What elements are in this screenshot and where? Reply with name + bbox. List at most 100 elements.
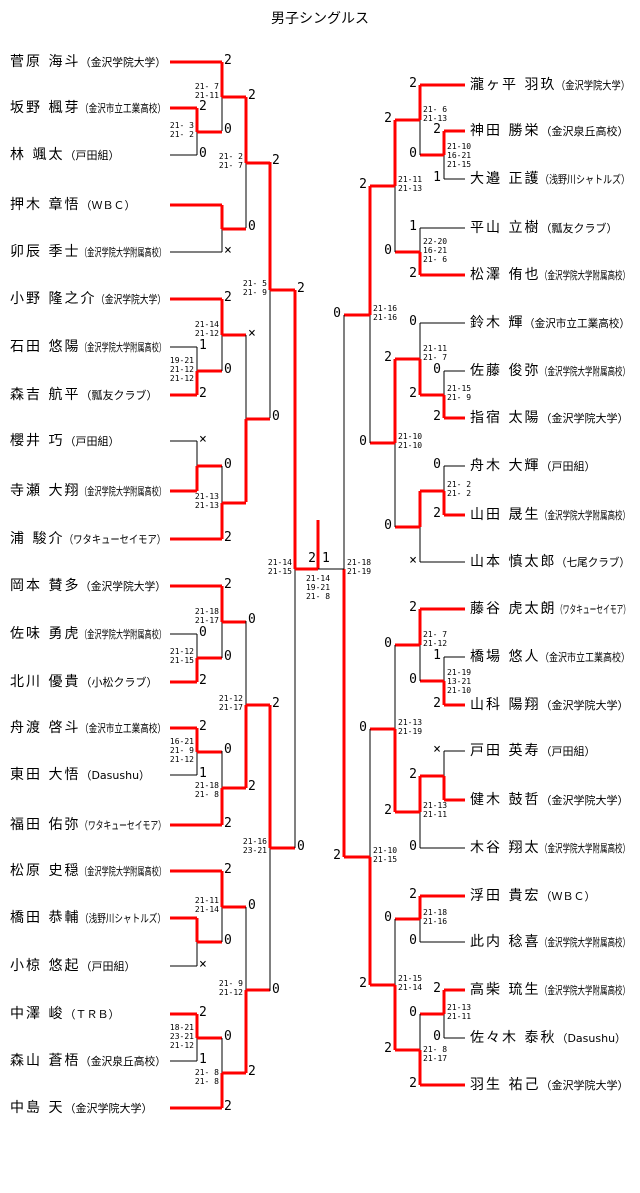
- player-team: （金沢学院大学附属高校）: [80, 341, 167, 354]
- game-score: 21- 8: [194, 1077, 219, 1086]
- player-team: （金沢市立工業高校）: [80, 722, 167, 735]
- game-score: 21-14: [398, 983, 423, 992]
- player-name: 小野 隆之介: [10, 291, 97, 307]
- player-team: （金沢学院大学）: [80, 56, 167, 69]
- game-score: 22-20: [423, 236, 448, 246]
- player-team: （金沢学院大学附属高校）: [540, 269, 631, 282]
- game-score: 21- 2: [169, 130, 194, 139]
- player-entry: 林 颯太（戸田組）: [10, 145, 119, 165]
- player-name: 岡本 賛多: [10, 578, 81, 594]
- player-entry: 小野 隆之介（金沢学院大学）: [10, 289, 166, 309]
- player-name: 平山 立樹: [470, 220, 541, 236]
- game-score: 21-10: [398, 432, 423, 441]
- match-result: 0: [384, 243, 392, 258]
- game-score: 21- 8: [194, 1068, 219, 1077]
- match-result: 0: [433, 362, 441, 377]
- player-entry: 岡本 賛多（金沢学院大学）: [10, 576, 166, 596]
- game-score: 23-21: [242, 846, 267, 855]
- match-result: 0: [199, 146, 207, 161]
- match-result: 0: [409, 314, 417, 329]
- player-name: 北川 優貴: [10, 674, 81, 690]
- game-score: 21-19: [347, 567, 372, 576]
- game-score: 21-11: [398, 175, 423, 184]
- match-result: 2: [248, 1064, 256, 1079]
- game-score: 21-12: [218, 694, 243, 703]
- player-name: 押木 章悟: [10, 197, 81, 213]
- game-score: 21- 7: [423, 630, 448, 639]
- match-result: 2: [409, 266, 417, 281]
- match-result: 0: [224, 649, 232, 664]
- game-score: 21-19: [398, 727, 423, 736]
- match-result: 2: [433, 981, 441, 996]
- player-team: （ＷＢＣ）: [540, 890, 596, 903]
- player-entry: 橋場 悠人（金沢市立工業高校）: [470, 647, 630, 667]
- game-score: 21- 9: [218, 979, 243, 988]
- player-entry: 佐藤 俊弥（金沢学院大学附属高校）: [470, 361, 630, 381]
- player-entry: 鈴木 輝（金沢市立工業高校）: [470, 313, 630, 333]
- match-result: 2: [224, 862, 232, 877]
- player-team: （瓢友クラブ）: [540, 222, 618, 235]
- game-score: 13-21: [447, 676, 472, 686]
- player-entry: 山科 陽翔（金沢学院大学）: [470, 695, 628, 715]
- player-team: （金沢泉丘高校）: [80, 1055, 167, 1068]
- match-result: 0: [433, 457, 441, 472]
- game-score: 21- 5: [242, 279, 267, 288]
- player-team: （金沢市立工業高校）: [524, 317, 631, 330]
- game-score: 16-21: [169, 736, 194, 746]
- game-score: 21-13: [398, 718, 423, 727]
- player-team: （金沢学院大学）: [80, 580, 167, 593]
- match-result: 0: [409, 672, 417, 687]
- player-name: 戸田 英寿: [470, 743, 541, 759]
- player-team: （金沢泉丘高校）: [540, 125, 629, 138]
- match-result: 0: [409, 146, 417, 161]
- game-score: 21- 6: [423, 105, 448, 114]
- player-entry: 舟渡 啓斗（金沢市立工業高校）: [10, 718, 166, 738]
- game-score: 21-18: [347, 558, 372, 567]
- player-entry: 山田 晟生（金沢学院大学附属高校）: [470, 505, 630, 525]
- player-name: 木谷 翔太: [470, 840, 541, 856]
- game-score: 16-21: [423, 245, 448, 255]
- match-result: 2: [409, 767, 417, 782]
- player-team: （戸田組）: [80, 960, 136, 973]
- match-result: 2: [384, 350, 392, 365]
- player-team: （戸田組）: [540, 745, 596, 758]
- player-team: （金沢学院大学）: [96, 293, 167, 306]
- game-score: 21-10: [447, 685, 472, 695]
- match-result: 0: [248, 898, 256, 913]
- player-entry: 此内 稔喜（金沢学院大学附属高校）: [470, 932, 630, 952]
- player-team: （ＴＲＢ）: [64, 1008, 120, 1021]
- game-score: 19-21: [305, 583, 331, 592]
- match-result: 2: [384, 803, 392, 818]
- player-name: 菅原 海斗: [10, 54, 81, 70]
- match-result: 0: [384, 636, 392, 651]
- match-result: 2: [359, 976, 367, 991]
- page-title: 男子シングルス: [271, 11, 369, 27]
- match-result: 0: [297, 839, 305, 854]
- final-result-left: 2: [308, 551, 316, 566]
- game-score: 21-12: [218, 988, 243, 997]
- game-score: 21-18: [423, 908, 448, 917]
- player-entry: 福田 佑弥（ワタキューセイモア）: [10, 815, 166, 835]
- game-score: 21-15: [447, 159, 472, 169]
- game-score: 21-10: [398, 441, 423, 450]
- game-score: 21-12: [194, 329, 219, 338]
- player-entry: 中澤 峻（ＴＲＢ）: [10, 1004, 119, 1024]
- player-name: 卯辰 季士: [10, 244, 81, 260]
- match-result: ×: [224, 243, 232, 258]
- game-score: 21- 2: [447, 489, 472, 498]
- player-name: 中澤 峻: [10, 1006, 65, 1022]
- player-team: （小松クラブ）: [80, 676, 158, 689]
- player-team: （ワタキューセイモア）: [80, 819, 167, 832]
- player-entry: 菅原 海斗（金沢学院大学）: [10, 52, 166, 72]
- game-score: 19-21: [169, 355, 194, 365]
